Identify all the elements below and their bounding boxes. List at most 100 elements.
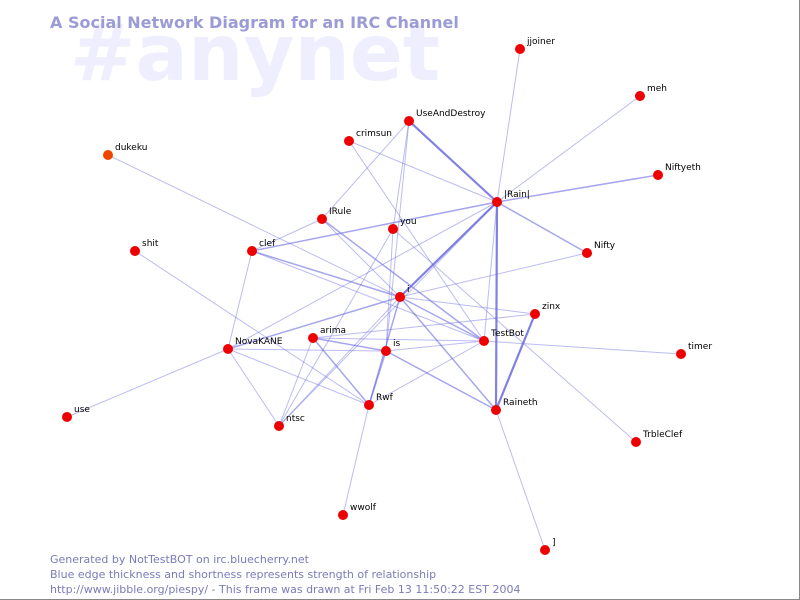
node-use[interactable]: use <box>62 405 90 422</box>
edge-NovaKANE-use <box>66 348 229 418</box>
edge-NovaKANE-ntsc <box>227 348 280 427</box>
edge-Rain-Raineth <box>494 201 499 411</box>
node-i[interactable]: i <box>395 285 410 302</box>
node-label-shit: shit <box>142 239 159 249</box>
node-crimsun[interactable]: crimsun <box>344 129 392 146</box>
edge-clef-TestBot <box>251 250 485 342</box>
node-label-IRule: IRule <box>329 207 352 217</box>
node-dot-TrbleClef[interactable] <box>631 437 641 447</box>
footer-legend-note: Blue edge thickness and shortness repres… <box>50 568 437 581</box>
node-dot-wwolf[interactable] <box>338 510 348 520</box>
node-label-bracket: ] <box>552 538 556 548</box>
edge-UseAndDestroy-is <box>385 120 410 352</box>
node-dot-UseAndDestroy[interactable] <box>404 116 414 126</box>
node-Niftyeth[interactable]: Niftyeth <box>653 163 701 180</box>
edge-ntsc-i <box>278 296 401 427</box>
edge-TestBot-arima <box>312 337 485 342</box>
edge-TestBot-Rwf <box>368 340 485 406</box>
node-dot-IRule[interactable] <box>317 214 327 224</box>
node-dot-zinx[interactable] <box>530 309 540 319</box>
edge-NovaKANE-Rwf <box>227 348 370 406</box>
edge-arima-is <box>312 337 387 352</box>
node-dot-use[interactable] <box>62 412 72 422</box>
node-Nifty[interactable]: Nifty <box>582 241 616 258</box>
edge-crimsun-TestBot <box>348 140 485 342</box>
edge-Rain-i <box>399 201 498 298</box>
node-dot-dukeku[interactable] <box>103 150 113 160</box>
node-clef[interactable]: clef <box>247 239 276 256</box>
node-arima[interactable]: arima <box>308 326 346 343</box>
node-label-wwolf: wwolf <box>350 503 377 513</box>
node-Rwf[interactable]: Rwf <box>364 393 394 410</box>
node-TestBot[interactable]: TestBot <box>479 329 524 346</box>
node-you[interactable]: you <box>388 217 417 234</box>
node-dot-meh[interactable] <box>635 91 645 101</box>
node-timer[interactable]: timer <box>676 342 712 359</box>
node-dot-NovaKANE[interactable] <box>223 344 233 354</box>
edge-IRule-clef <box>251 218 323 252</box>
node-meh[interactable]: meh <box>635 84 667 101</box>
edge-UseAndDestroy-Rain <box>408 120 498 203</box>
edge-NovaKANE-Rain <box>227 201 498 350</box>
node-dot-bracket[interactable] <box>540 545 550 555</box>
footer-generated-by: Generated by NotTestBOT on irc.bluecherr… <box>50 553 309 566</box>
node-NovaKANE[interactable]: NovaKANE <box>223 337 283 354</box>
edge-dukeku-i <box>107 154 401 298</box>
node-UseAndDestroy[interactable]: UseAndDestroy <box>404 109 486 126</box>
node-TrbleClef[interactable]: TrbleClef <box>631 430 683 447</box>
channel-watermark: #anynet <box>70 9 440 99</box>
node-label-is: is <box>393 339 401 349</box>
node-dot-clef[interactable] <box>247 246 257 256</box>
edge-Raineth-bracket <box>495 409 546 551</box>
edge-you-is <box>385 228 394 352</box>
node-label-crimsun: crimsun <box>356 129 392 139</box>
footer-info: Generated by NotTestBOT on irc.bluecherr… <box>50 552 520 597</box>
node-label-ntsc: ntsc <box>286 414 305 424</box>
node-dot-TestBot[interactable] <box>479 336 489 346</box>
node-label-TrbleClef: TrbleClef <box>642 430 683 440</box>
node-dot-is[interactable] <box>381 346 391 356</box>
edge-IRule-TestBot <box>321 218 485 342</box>
node-dot-i[interactable] <box>395 292 405 302</box>
node-bracket[interactable]: ] <box>540 538 556 555</box>
node-IRule[interactable]: IRule <box>317 207 352 224</box>
edge-TestBot-timer <box>483 340 682 355</box>
node-dot-shit[interactable] <box>130 246 140 256</box>
edge-you-UseAndDestroy <box>392 120 410 230</box>
node-dot-you[interactable] <box>388 224 398 234</box>
node-wwolf[interactable]: wwolf <box>338 503 377 520</box>
node-Rain[interactable]: |Rain| <box>492 190 530 207</box>
edge-Rain-TestBot <box>483 201 498 342</box>
node-jjoiner[interactable]: jjoiner <box>515 37 555 54</box>
node-label-NovaKANE: NovaKANE <box>235 337 283 347</box>
edge-i-Raineth <box>399 296 497 411</box>
node-dukeku[interactable]: dukeku <box>103 143 147 160</box>
node-label-jjoiner: jjoiner <box>526 37 555 47</box>
edge-arima-Rwf <box>312 337 370 406</box>
node-dot-arima[interactable] <box>308 333 318 343</box>
node-shit[interactable]: shit <box>130 239 159 256</box>
node-dot-Raineth[interactable] <box>491 405 501 415</box>
edge-zinx-arima <box>312 313 536 339</box>
node-Raineth[interactable]: Raineth <box>491 398 538 415</box>
node-is[interactable]: is <box>381 339 401 356</box>
node-dot-Rain[interactable] <box>492 197 502 207</box>
node-dot-crimsun[interactable] <box>344 136 354 146</box>
node-label-you: you <box>400 217 417 227</box>
node-zinx[interactable]: zinx <box>530 302 561 319</box>
diagram-title: A Social Network Diagram for an IRC Chan… <box>50 13 459 32</box>
node-dot-timer[interactable] <box>676 349 686 359</box>
node-label-Nifty: Nifty <box>594 241 616 251</box>
node-dot-Nifty[interactable] <box>582 248 592 258</box>
node-ntsc[interactable]: ntsc <box>274 414 305 431</box>
node-dot-ntsc[interactable] <box>274 421 284 431</box>
node-dot-Niftyeth[interactable] <box>653 170 663 180</box>
node-dot-Rwf[interactable] <box>364 400 374 410</box>
node-dot-jjoiner[interactable] <box>515 44 525 54</box>
edge-TestBot-is <box>385 340 485 352</box>
edge-Rain-clef <box>251 201 498 252</box>
edge-you-ntsc <box>278 228 394 427</box>
